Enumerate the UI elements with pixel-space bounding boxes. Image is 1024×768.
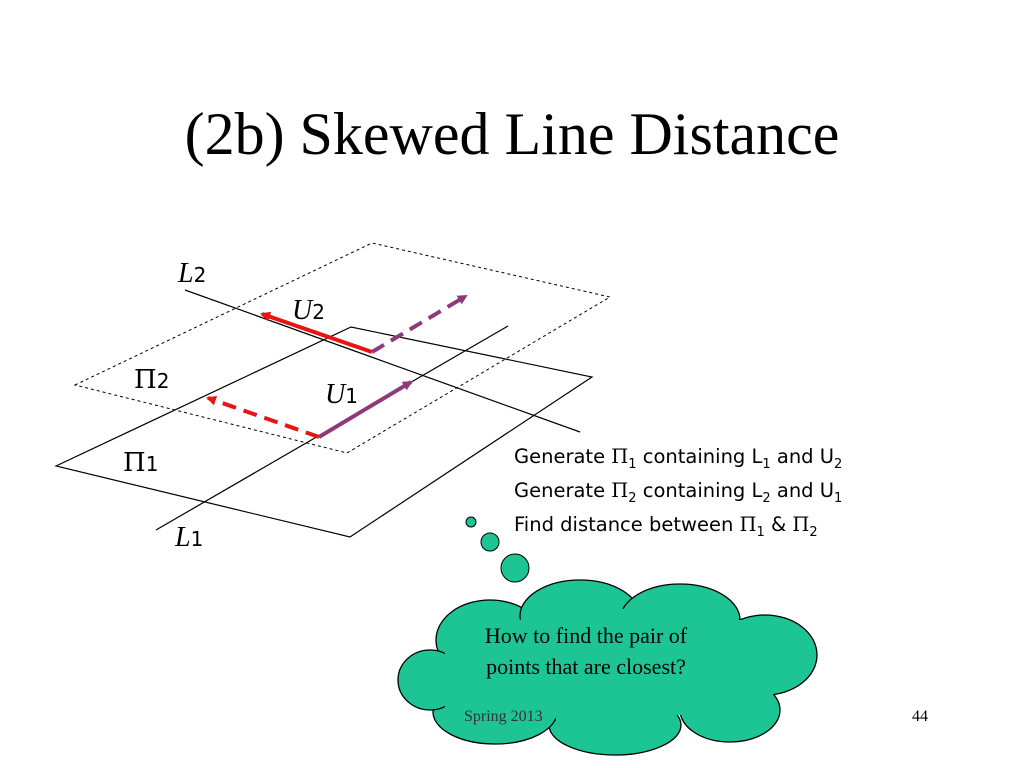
label-l1: L1: [174, 522, 203, 553]
procedure-steps: Generate Π1 containing L1 and U2 Generat…: [514, 440, 842, 542]
footer-date: Spring 2013: [464, 708, 543, 725]
line-l2: [184, 289, 581, 433]
plane-pi2: [73, 242, 612, 454]
label-u2: U2: [292, 295, 325, 326]
thought-text: How to find the pair of points that are …: [484, 623, 688, 679]
label-pi2: Π2: [134, 365, 169, 395]
vector-u2-copy: [206, 395, 320, 439]
thought-bubble-small: [465, 516, 477, 528]
thought-cloud-fill: [419, 598, 801, 739]
plane-pi1: [54, 326, 594, 538]
step-1: Generate Π1 containing L1 and U2: [514, 445, 843, 472]
step-3: Find distance between Π1 & Π2: [514, 513, 818, 540]
page-number: 44: [912, 708, 928, 725]
vector-u1: [317, 380, 413, 439]
step-2: Generate Π2 containing L2 and U1: [514, 479, 843, 506]
thought-bubble-medium: [480, 532, 500, 552]
label-u1: U1: [325, 379, 358, 410]
label-pi1: Π1: [123, 448, 158, 478]
slide-title: (2b) Skewed Line Distance: [184, 101, 840, 167]
vector-u2: [260, 311, 373, 354]
label-l2: L2: [177, 258, 206, 289]
thought-bubble-large: [500, 553, 530, 583]
vector-u1-copy: [370, 294, 468, 354]
